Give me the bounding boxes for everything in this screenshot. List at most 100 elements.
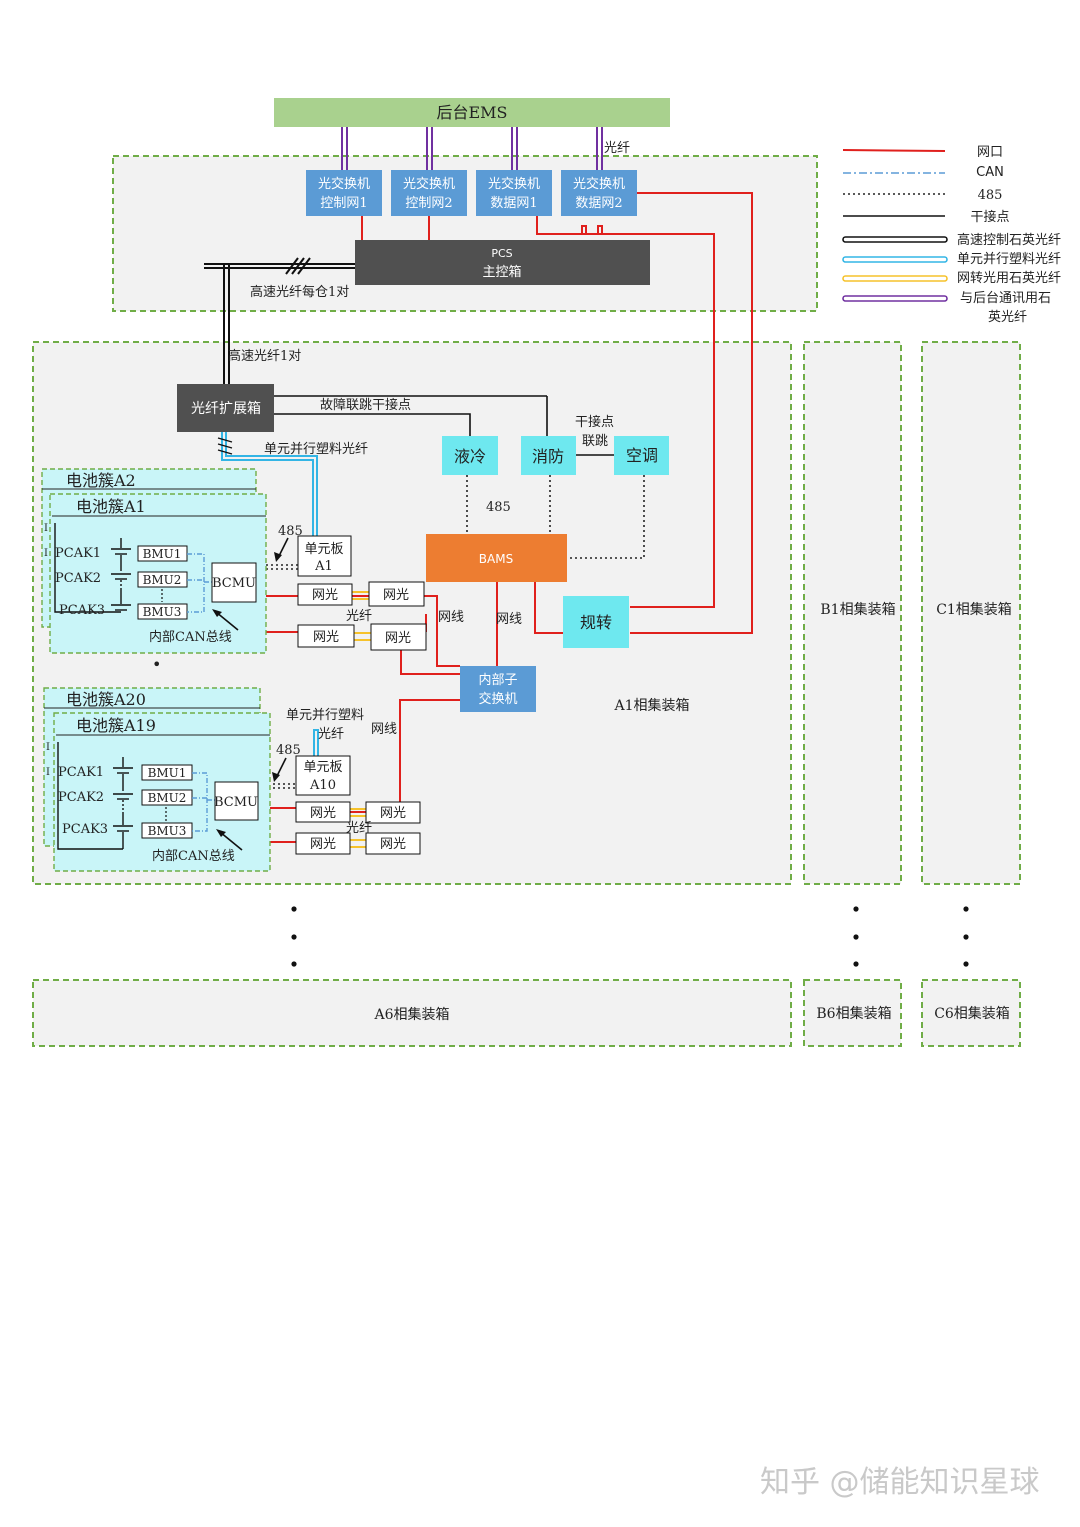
dry-contact-label-2: 联跳 [582,434,608,449]
legend-label-fiber-ems: 与后台通讯用石 [960,291,1051,306]
bams-label: BAMS [479,552,513,566]
pcs-block: PCS 主控箱 高速光纤每仓1对 [250,240,650,300]
container-a6-label: A6相集装箱 [373,1006,449,1023]
ac-label: 空调 [626,446,658,465]
switch-row: 光交换机 控制网1 光交换机 控制网2 光交换机 数据网1 光交换机 数据网2 … [306,141,637,216]
container-b6-label: B6相集装箱 [816,1005,891,1022]
bams-box [426,534,567,582]
net-optic-b-3-label: 网光 [310,837,336,852]
net-optic-b-2 [365,801,421,824]
unit-board-a10 [295,755,351,796]
net-optic-a-1-label: 网光 [312,588,338,603]
battery-string-b [57,742,133,850]
ems-label: 后台EMS [436,103,507,122]
switch-2-line2: 控制网2 [405,196,452,211]
switch-control-1: 光交换机 控制网1 [306,170,382,216]
edge-char-b-2: I [46,767,50,778]
container-c6-label: C6相集装箱 [934,1005,1010,1022]
pcs-line1: PCS [491,247,512,260]
watermark: 知乎 @储能知识星球 [760,1465,1040,1500]
can-bus-b-label: 内部CAN总线 [152,848,235,864]
net-optic-a-2 [368,581,425,607]
legend-swatch-net [842,149,946,152]
edge-char-b-1: I [46,742,50,753]
net-optic-a-4 [370,623,427,651]
switch-4-line2: 数据网2 [575,196,622,211]
pcs-line2: 主控箱 [482,264,521,280]
ems-block: 后台EMS [274,98,670,127]
pack-a-2: PCAK2 [55,571,101,586]
control-fibers [204,257,355,384]
cluster-gap-dot: • [152,655,161,674]
unit-board-a1-line1: 单元板 [304,542,343,557]
fiber-expander-label: 光纤扩展箱 [191,401,261,417]
converter-box [563,596,629,648]
pack-a-3: PCAK3 [59,603,105,618]
unit-board-a1-line2: A1 [314,559,333,574]
legend-label-fiber-unit: 单元并行塑料光纤 [957,252,1061,267]
net-optic-b-4-label: 网光 [380,837,406,852]
net-optic-a-3-label: 网光 [313,630,339,645]
legend-swatch-fiber-ems [842,295,948,302]
net-optic-a-3 [297,624,355,648]
rs485-a1-label: 485 [278,524,303,539]
unit-fibers [221,432,319,756]
rs485-bams-label: 485 [486,500,511,515]
container-a6 [32,979,792,1047]
netline-label-1: 网线 [438,610,464,625]
container-b1-label: B1相集装箱 [820,601,895,618]
pcs-box [355,240,650,285]
switch-3-line1: 光交换机 [488,176,540,192]
fiber-expander-box [177,384,274,432]
battery-string-a [54,523,131,613]
bcmu-a-label: BCMU [212,576,256,591]
switch-3-line2: 数据网1 [490,196,537,211]
cluster-a19-title: 电池簇A19 [76,716,156,735]
bcmu-a [211,562,257,603]
pack-b-2: PCAK2 [58,790,104,805]
net-optic-b-2-label: 网光 [380,806,406,821]
unit-fiber-b-label-1: 单元并行塑料 [286,708,364,723]
converter-label: 规转 [580,613,612,632]
switch-data-1: 光交换机 数据网1 [476,170,552,216]
container-c1 [921,341,1021,885]
pack-b-1: PCAK1 [58,765,104,780]
fire-box [521,436,576,475]
net-optic-a-1 [297,583,353,606]
switch-control-2: 光交换机 控制网2 [391,170,467,216]
unit-board-a10-line2: A10 [309,778,336,793]
legend-label-fiber-ems-2: 英光纤 [988,310,1027,325]
bmu-a-3-label: BMU3 [143,605,182,619]
net-optic-fibers [350,591,371,848]
netline-label-2: 网线 [496,612,522,627]
fiber-a1-label: 光纤 [346,609,372,624]
inner-switch-line2: 交换机 [478,691,517,707]
can-bus-b [192,772,215,832]
pack-b-3: PCAK3 [62,822,108,837]
can-bus-a [187,553,212,613]
dry-contacts [274,395,614,456]
net-optic-b-1 [295,801,351,823]
fire-label: 消防 [532,447,564,466]
container-c1-label: C1相集装箱 [936,601,1012,618]
bmu-b-1-label: BMU1 [148,766,187,780]
cluster-a1-title: 电池簇A1 [76,497,146,516]
legend-swatch-fiber-unit [842,256,948,263]
bmu-a-1-label: BMU1 [143,547,182,561]
unit-board-a1 [297,535,352,577]
ems-box [274,98,670,127]
switch-2-line1: 光交换机 [403,176,455,192]
fiber-top-label: 光纤 [604,141,630,156]
liquid-cooling-box [442,436,498,475]
bmu-b-3-label: BMU3 [148,824,187,838]
switch-4-line1: 光交换机 [573,176,625,192]
liquid-cooling-label: 液冷 [454,447,486,466]
container-b1 [803,341,902,885]
rs485-a10-label: 485 [276,743,301,758]
fault-link-label: 故障联跳干接点 [320,397,411,413]
edge-char-a-2: I [44,548,48,559]
inner-switch-line1: 内部子 [478,672,517,688]
unit-board-a10-line1: 单元板 [303,760,342,775]
container-c6 [921,979,1021,1047]
